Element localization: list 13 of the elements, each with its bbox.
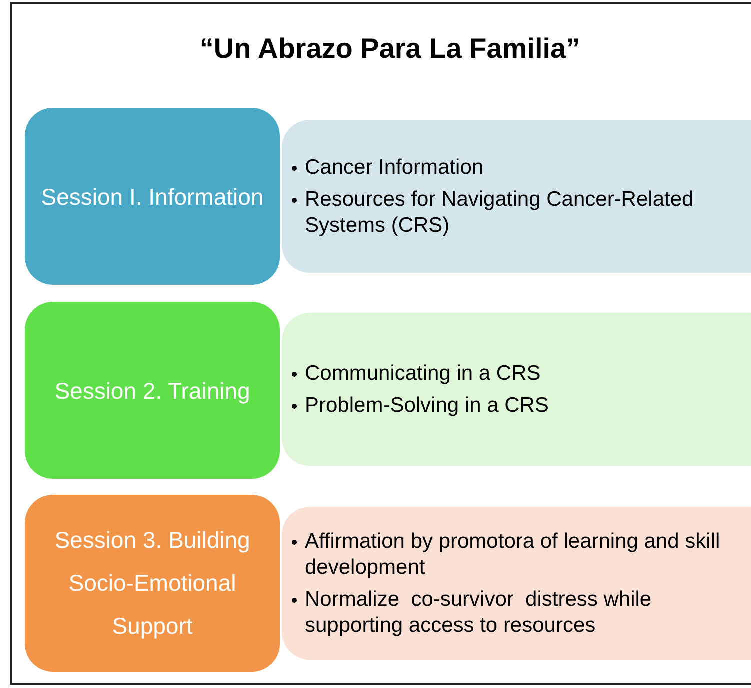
bullet-text: Affirmation by promotora of learning and skill development — [305, 528, 722, 580]
bullet-text: Communicating in a CRS — [305, 360, 541, 386]
session-box: Session I. Information — [25, 108, 280, 285]
session-box: Session 3. Building Socio-Emotional Support — [25, 495, 280, 672]
bullet-text: Resources for Navigating Cancer-Related Systems (CRS) — [305, 186, 695, 238]
detail-box — [282, 120, 751, 273]
title: “Un Abrazo Para La Familia” — [198, 32, 582, 66]
detail-box — [282, 507, 751, 660]
bullet-text: Normalize co-survivor distress while supporting access to resources — [305, 586, 653, 638]
session-box: Session 2. Training — [25, 302, 280, 479]
bullet-text: Problem-Solving in a CRS — [305, 392, 549, 418]
detail-box — [282, 313, 751, 466]
bullet-text: Cancer Information — [305, 154, 484, 180]
